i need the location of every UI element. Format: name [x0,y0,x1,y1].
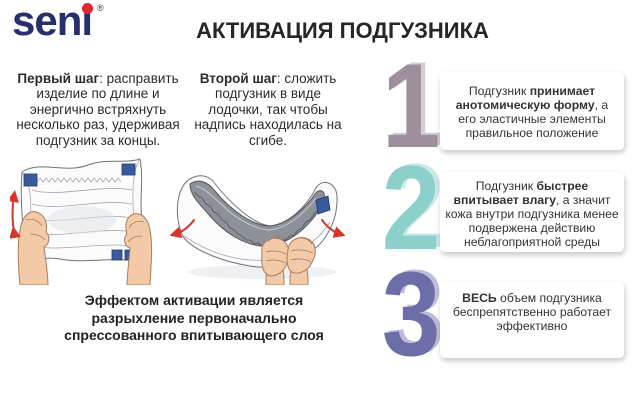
step-1-caption: Первый шаг: расправить изделие по длине … [8,71,188,148]
benefit-1-card: Подгузник принимает анотомическую форму,… [440,72,624,150]
absorbent-pad [189,180,325,247]
benefit-1-post: , а его эластичные элементы правильное п… [458,98,609,140]
page-title: АКТИВАЦИЯ ПОДГУЗНИКА [196,18,489,43]
benefit-3-post: объем подгузника беспрепятственно работа… [452,291,612,333]
benefit-3-card: ВЕСЬ объем подгузника беспрепятственно р… [440,282,624,358]
logo-red-dot [82,3,93,14]
benefit-2-card: Подгузник быстрее впитывает влагу, а зна… [440,172,624,252]
benefit-1-bold: принимает анотомическую форму [455,84,596,112]
fastening-tab [315,195,331,215]
right-fold-arrow [321,219,345,238]
left-hand [17,211,50,285]
holding-hands [261,235,316,285]
benefit-3-text: ВЕСЬ объем подгузника беспрепятственно р… [440,291,624,333]
diaper-stretch-illustration [10,158,153,285]
left-fastening-tab [23,173,38,187]
fold-arrows [170,219,345,239]
registered-mark: ® [97,3,104,13]
shake-arrow [10,190,21,239]
benefit-3-bold: ВЕСЬ [462,291,497,305]
benefit-2-number: 2 [381,141,441,275]
benefit-1-pre: Подгузник [468,84,530,98]
benefit-2-pre: Подгузник [475,179,537,193]
benefit-2-bold: быстрее впитывает влагу [453,179,589,207]
right-fastening-tab [121,163,136,176]
step-2-lead: Второй шаг [199,71,277,86]
benefit-1-text: Подгузник принимает анотомическую форму,… [440,84,624,140]
step-2-caption: Второй шаг: сложить подгузник в виде лод… [190,71,346,148]
left-fold-arrow [170,219,195,239]
step-1-text: : расправить изделие по длине и энергичн… [16,71,180,148]
benefit-3-number: 3 [381,247,441,381]
step-2-text: : сложить подгузник в виде лодочки, так … [194,71,342,148]
benefit-2-post: , а значит кожа внутри подгузника менее … [445,193,619,249]
activation-effect-text: Эффектом активации является разрыхление … [64,292,324,343]
seni-logo: seni [12,0,93,44]
benefit-1-number: 1 [381,39,441,173]
step-1-lead: Первый шаг [17,71,100,86]
benefit-2-text: Подгузник быстрее впитывает влагу, а зна… [440,179,624,249]
bottom-tab-left [111,249,123,261]
right-hand [124,213,153,285]
diaper-fold-illustration [170,175,345,285]
